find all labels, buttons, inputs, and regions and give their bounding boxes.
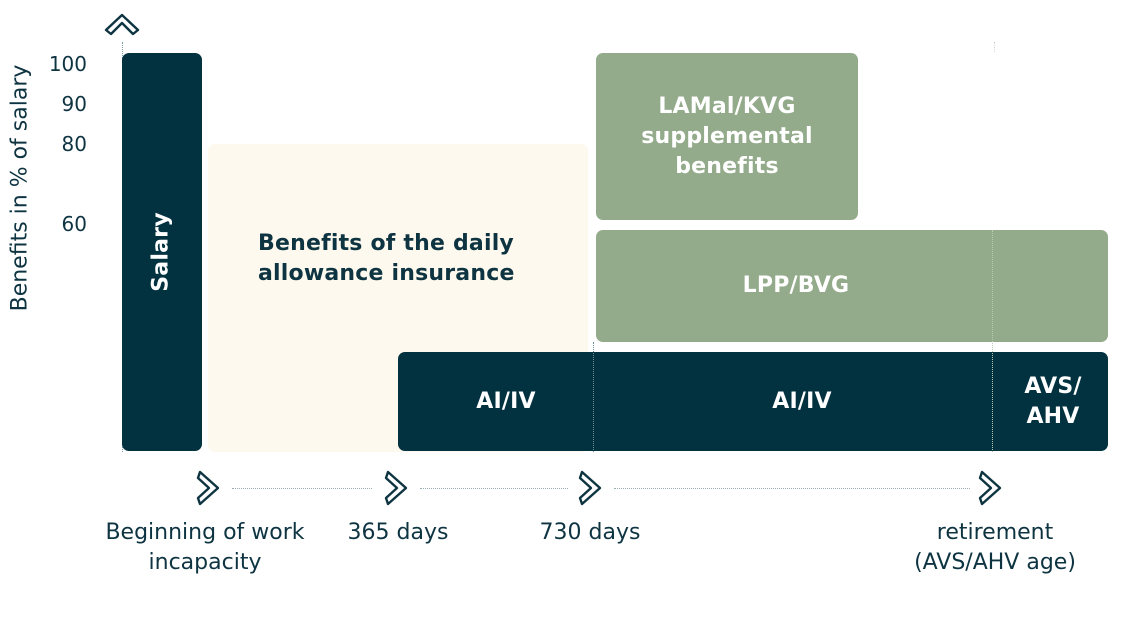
chevron-right-icon bbox=[978, 468, 1006, 508]
timeline-segment bbox=[232, 488, 372, 489]
chevron-up-icon bbox=[102, 10, 142, 36]
timeline-label-beginning: Beginning of work incapacity bbox=[105, 520, 305, 575]
lpp-bvg-block: LPP/BVG bbox=[596, 230, 1108, 342]
y-tick-60: 60 bbox=[61, 212, 87, 236]
disability-band bbox=[398, 352, 1108, 451]
divider-730 bbox=[593, 342, 594, 452]
chevron-right-icon bbox=[578, 468, 606, 508]
y-tick-100: 100 bbox=[48, 52, 87, 76]
avs-ahv-label: AVS/ AHV bbox=[1024, 373, 1082, 429]
lamal-kvg-block: LAMal/KVG supplemental benefits bbox=[596, 53, 858, 220]
daily-allowance-label: Benefits of the daily allowance insuranc… bbox=[258, 231, 515, 286]
timeline-label-365: 365 days bbox=[347, 520, 449, 545]
chevron-right-icon bbox=[384, 468, 412, 508]
timeline-label-retirement: retirement (AVS/AHV age) bbox=[914, 520, 1076, 575]
ai-iv-label-1: AI/IV bbox=[476, 388, 536, 414]
timeline-segment bbox=[614, 488, 970, 489]
salary-label: Salary bbox=[149, 212, 174, 292]
salary-bar: Salary bbox=[122, 53, 202, 451]
y-tick-80: 80 bbox=[61, 132, 87, 156]
chevron-right-icon bbox=[196, 468, 224, 508]
timeline-segment bbox=[420, 488, 568, 489]
lamal-kvg-label: LAMal/KVG supplemental benefits bbox=[641, 93, 813, 179]
lpp-bvg-label: LPP/BVG bbox=[742, 273, 850, 298]
y-tick-90: 90 bbox=[61, 92, 87, 116]
ai-iv-label-2: AI/IV bbox=[772, 388, 832, 414]
divider-retirement bbox=[992, 230, 993, 452]
timeline-label-730: 730 days bbox=[539, 520, 641, 545]
top-right-guide bbox=[994, 42, 995, 52]
